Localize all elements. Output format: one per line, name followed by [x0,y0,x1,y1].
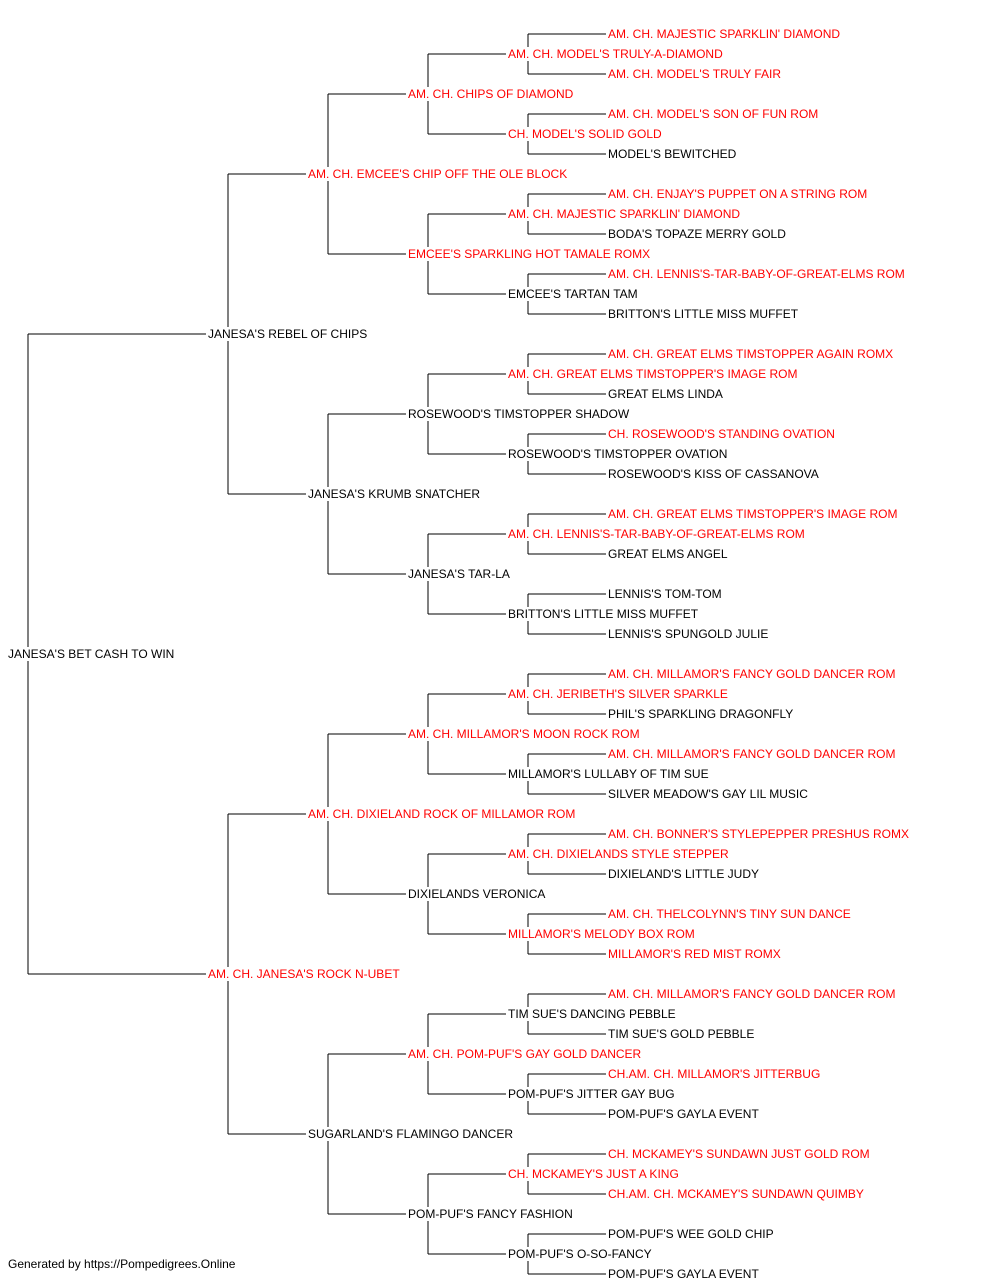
ancestor-sire-gen5: AM. CH. THELCOLYNN'S TINY SUN DANCE [608,907,851,921]
ancestor-dam-gen5: TIM SUE'S GOLD PEBBLE [608,1027,755,1041]
ancestor-sire-gen5: CH. ROSEWOOD'S STANDING OVATION [608,427,835,441]
ancestor-sire-gen5: AM. CH. MODEL'S SON OF FUN ROM [608,107,819,121]
ancestor-dam-gen5: GREAT ELMS LINDA [608,387,723,401]
ancestor-dam-gen1: AM. CH. JANESA'S ROCK N-UBET [208,967,400,981]
ancestor-sire-gen4: AM. CH. DIXIELANDS STYLE STEPPER [508,847,729,861]
generated-by-footer: Generated by https://Pompedigrees.Online [8,1257,236,1271]
ancestor-sire-gen4: AM. CH. LENNIS'S-TAR-BABY-OF-GREAT-ELMS … [508,527,805,541]
ancestor-sire-gen5: LENNIS'S TOM-TOM [608,587,722,601]
ancestor-dam-gen5: POM-PUF'S GAYLA EVENT [608,1107,759,1121]
ancestor-sire-gen4: AM. CH. JERIBETH'S SILVER SPARKLE [508,687,728,701]
ancestor-sire-gen5: AM. CH. MILLAMOR'S FANCY GOLD DANCER ROM [608,667,896,681]
ancestor-sire-gen2: AM. CH. DIXIELAND ROCK OF MILLAMOR ROM [308,807,576,821]
ancestor-sire-gen5: AM. CH. BONNER'S STYLEPEPPER PRESHUS ROM… [608,827,910,841]
ancestor-dam-gen5: BODA'S TOPAZE MERRY GOLD [608,227,786,241]
ancestor-dam-gen5: PHIL'S SPARKLING DRAGONFLY [608,707,794,721]
ancestor-sire-gen2: AM. CH. EMCEE'S CHIP OFF THE OLE BLOCK [308,167,568,181]
ancestor-sire-gen4: AM. CH. GREAT ELMS TIMSTOPPER'S IMAGE RO… [508,367,798,381]
ancestor-dam-gen5: GREAT ELMS ANGEL [608,547,728,561]
ancestor-sire-gen5: AM. CH. MAJESTIC SPARKLIN' DIAMOND [608,27,841,41]
ancestor-sire-gen5: POM-PUF'S WEE GOLD CHIP [608,1227,774,1241]
ancestor-dam-gen3: JANESA'S TAR-LA [408,567,510,581]
ancestor-sire-gen4: AM. CH. MODEL'S TRULY-A-DIAMOND [508,47,723,61]
ancestor-sire-gen5: AM. CH. LENNIS'S-TAR-BABY-OF-GREAT-ELMS … [608,267,905,281]
ancestor-sire-gen4: TIM SUE'S DANCING PEBBLE [508,1007,676,1021]
ancestor-dam-gen3: POM-PUF'S FANCY FASHION [408,1207,573,1221]
ancestor-dam-gen4: POM-PUF'S JITTER GAY BUG [508,1087,675,1101]
ancestor-dam-gen4: MILLAMOR'S LULLABY OF TIM SUE [508,767,709,781]
ancestor-sire-gen5: AM. CH. GREAT ELMS TIMSTOPPER AGAIN ROMX [608,347,894,361]
ancestor-sire-gen5: CH. MCKAMEY'S SUNDAWN JUST GOLD ROM [608,1147,870,1161]
ancestor-sire-gen3: AM. CH. POM-PUF'S GAY GOLD DANCER [408,1047,642,1061]
ancestor-dam-gen4: MILLAMOR'S MELODY BOX ROM [508,927,695,941]
ancestor-dam-gen5: ROSEWOOD'S KISS OF CASSANOVA [608,467,819,481]
ancestor-dam-gen4: BRITTON'S LITTLE MISS MUFFET [508,607,699,621]
ancestor-sire-gen3: AM. CH. MILLAMOR'S MOON ROCK ROM [408,727,640,741]
ancestor-dam-gen5: MILLAMOR'S RED MIST ROMX [608,947,781,961]
ancestor-sire-gen1: JANESA'S REBEL OF CHIPS [208,327,368,341]
ancestor-dam-gen3: EMCEE'S SPARKLING HOT TAMALE ROMX [408,247,651,261]
ancestor-dam-gen5: POM-PUF'S GAYLA EVENT [608,1267,759,1281]
subject-dog-name: JANESA'S BET CASH TO WIN [8,647,175,661]
ancestor-dam-gen5: CH.AM. CH. MCKAMEY'S SUNDAWN QUIMBY [608,1187,864,1201]
ancestor-dam-gen5: DIXIELAND'S LITTLE JUDY [608,867,759,881]
ancestor-sire-gen4: AM. CH. MAJESTIC SPARKLIN' DIAMOND [508,207,741,221]
ancestor-sire-gen4: CH. MCKAMEY'S JUST A KING [508,1167,679,1181]
ancestor-dam-gen2: SUGARLAND'S FLAMINGO DANCER [308,1127,513,1141]
ancestor-dam-gen2: JANESA'S KRUMB SNATCHER [308,487,481,501]
ancestor-sire-gen5: AM. CH. ENJAY'S PUPPET ON A STRING ROM [608,187,868,201]
ancestor-sire-gen5: AM. CH. MILLAMOR'S FANCY GOLD DANCER ROM [608,747,896,761]
ancestor-dam-gen5: MODEL'S BEWITCHED [608,147,737,161]
ancestor-sire-gen3: ROSEWOOD'S TIMSTOPPER SHADOW [408,407,630,421]
ancestor-dam-gen5: SILVER MEADOW'S GAY LIL MUSIC [608,787,808,801]
ancestor-dam-gen5: LENNIS'S SPUNGOLD JULIE [608,627,769,641]
ancestor-sire-gen3: AM. CH. CHIPS OF DIAMOND [408,87,574,101]
ancestor-dam-gen3: DIXIELANDS VERONICA [408,887,546,901]
ancestor-dam-gen5: BRITTON'S LITTLE MISS MUFFET [608,307,799,321]
ancestor-dam-gen4: POM-PUF'S O-SO-FANCY [508,1247,652,1261]
ancestor-dam-gen4: ROSEWOOD'S TIMSTOPPER OVATION [508,447,728,461]
ancestor-sire-gen5: AM. CH. GREAT ELMS TIMSTOPPER'S IMAGE RO… [608,507,898,521]
ancestor-dam-gen4: CH. MODEL'S SOLID GOLD [508,127,662,141]
ancestor-dam-gen4: EMCEE'S TARTAN TAM [508,287,638,301]
ancestor-sire-gen5: AM. CH. MILLAMOR'S FANCY GOLD DANCER ROM [608,987,896,1001]
ancestor-sire-gen5: CH.AM. CH. MILLAMOR'S JITTERBUG [608,1067,821,1081]
ancestor-dam-gen5: AM. CH. MODEL'S TRULY FAIR [608,67,781,81]
